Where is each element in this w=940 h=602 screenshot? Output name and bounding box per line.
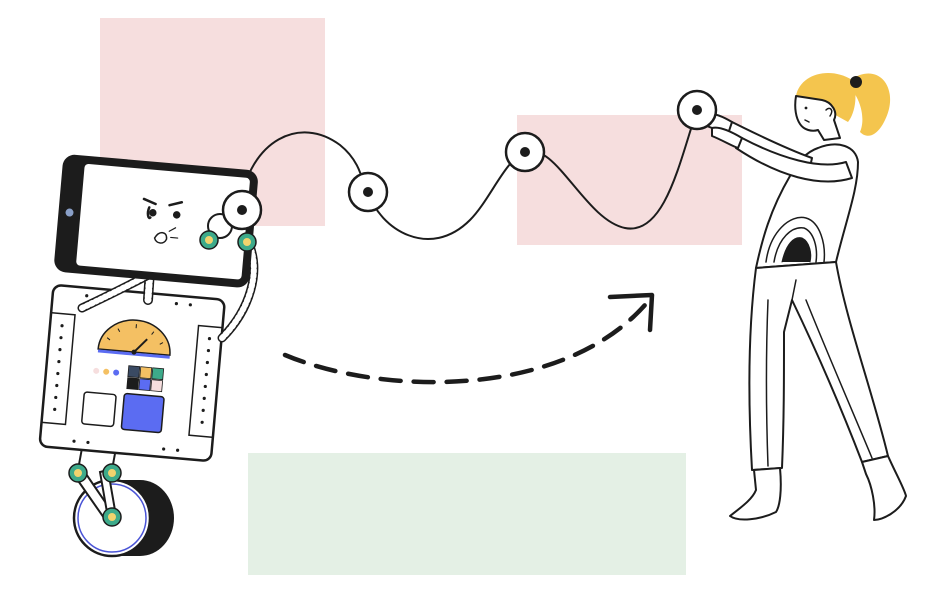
- robot-joint: [68, 463, 88, 483]
- curved-arrow-icon: [282, 292, 655, 385]
- robot-joint: [102, 463, 122, 483]
- woman-pants: [748, 261, 889, 471]
- hair-tie: [850, 76, 862, 88]
- robot-joint: [237, 232, 257, 252]
- pink-block-right: [517, 115, 742, 245]
- woman: [676, 73, 907, 521]
- green-block-bottom: [248, 453, 686, 575]
- woman-hand: [711, 126, 743, 149]
- robot-joint: [102, 507, 122, 527]
- woman-shoe: [861, 455, 907, 521]
- control-grid: [126, 365, 165, 393]
- blue-panel-button: [120, 392, 165, 434]
- hair-ponytail: [850, 73, 891, 136]
- white-panel-button: [81, 391, 117, 428]
- robot: [38, 154, 263, 558]
- indicator-light: [103, 368, 110, 375]
- robot-gripper: [207, 189, 263, 239]
- indicator-light: [113, 369, 120, 376]
- worried-face-icon: [142, 197, 184, 244]
- cable-node-icon: [676, 89, 718, 131]
- hair: [796, 73, 856, 122]
- wavy-cable: [239, 109, 698, 240]
- cable-node-icon: [504, 131, 546, 173]
- cable-node-icon: [347, 171, 389, 213]
- woman-shoe: [729, 467, 782, 521]
- robot-joint: [199, 230, 219, 250]
- robot-body: [38, 284, 226, 462]
- gauge-icon: [97, 319, 171, 359]
- indicator-light: [93, 367, 100, 374]
- robot-tablet-head: [54, 154, 258, 288]
